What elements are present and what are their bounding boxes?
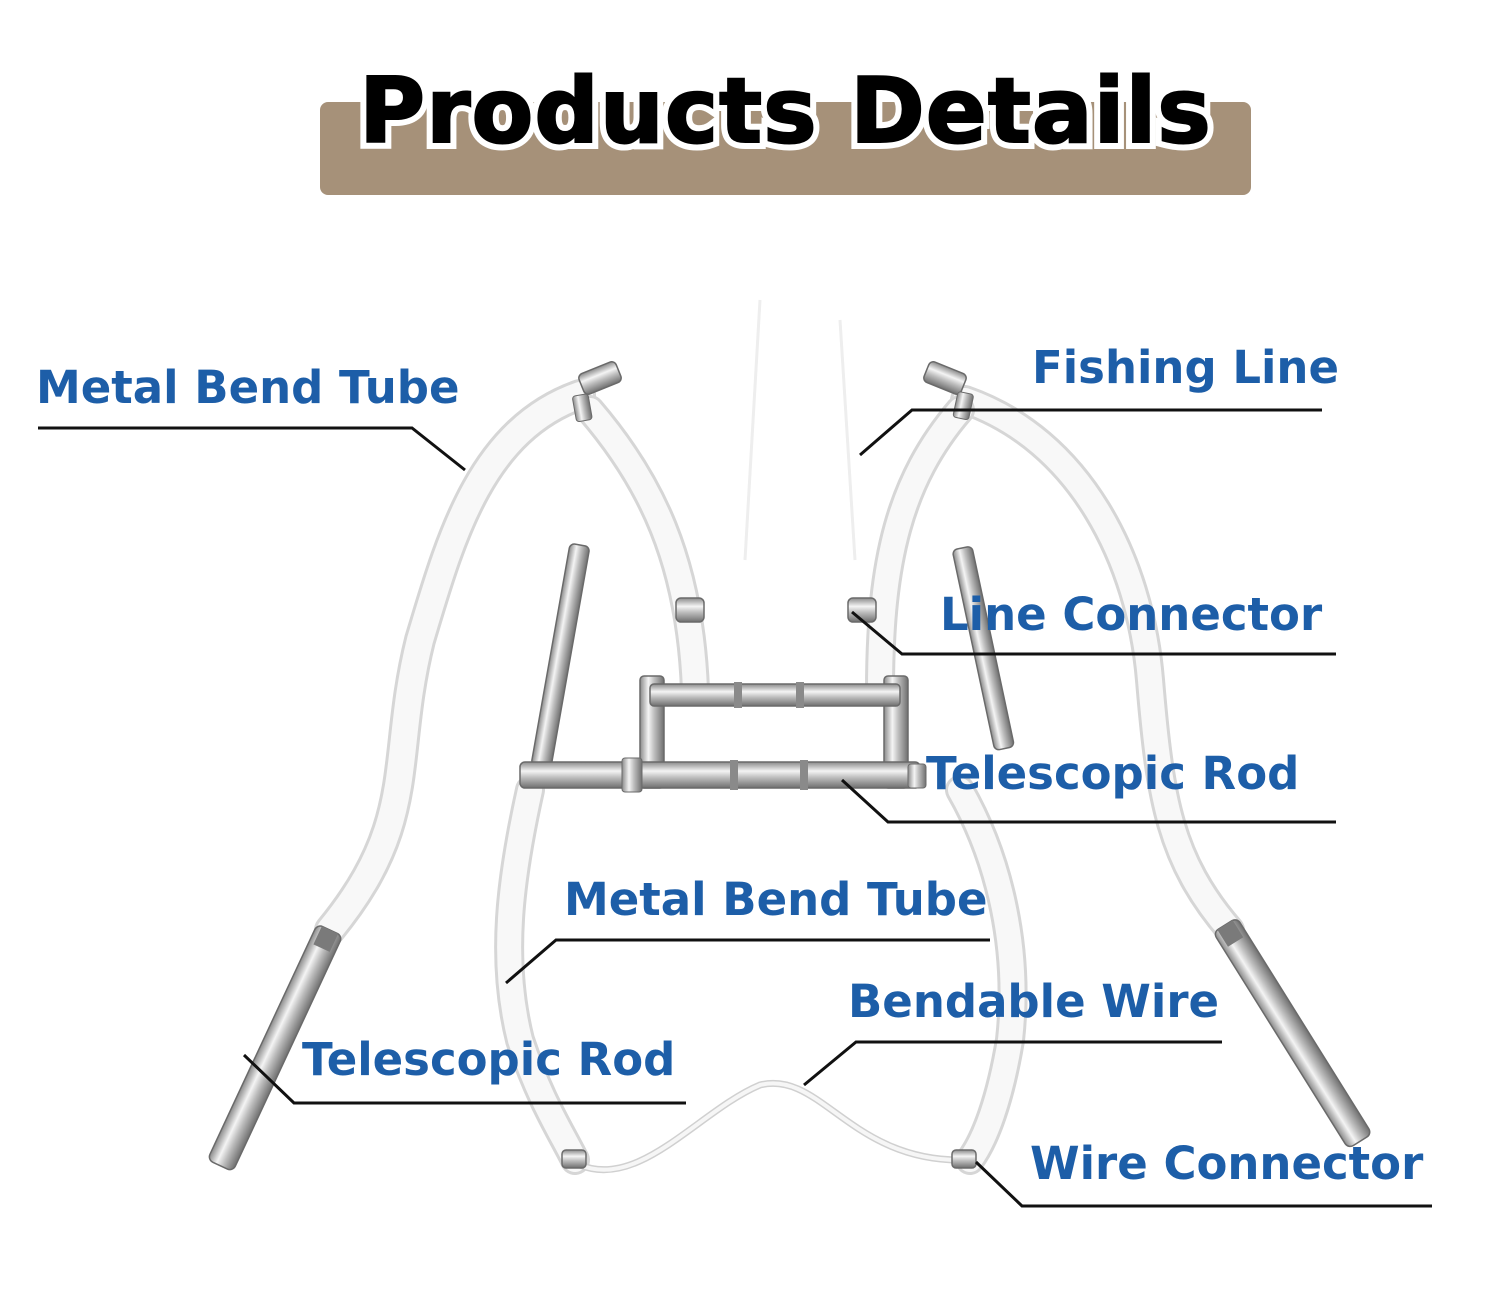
leader-telescopic-rod-right [840, 778, 1336, 824]
leader-line-connector [851, 610, 1336, 656]
center-frame [519, 675, 927, 793]
label-fishing-line: Fishing Line [1032, 341, 1339, 394]
lower-left-bend-tube [494, 775, 590, 1175]
line-connector-left-part [675, 597, 705, 623]
label-bendable-wire: Bendable Wire [848, 975, 1220, 1028]
lower-right-bend-tube [945, 775, 1028, 1175]
label-metal-bend-tube-center: Metal Bend Tube [564, 873, 988, 926]
fishing-line-strand [838, 319, 857, 561]
right-inner-bend-tube [865, 395, 975, 705]
page-title-outline: Products Details [352, 52, 1218, 171]
leader-metal-bend-tube-center [505, 938, 990, 985]
leader-bendable-wire [803, 1040, 1222, 1087]
telescopic-rod-right-part [1214, 919, 1371, 1148]
leader-fishing-line [859, 408, 1322, 457]
top-connector-left [572, 361, 622, 423]
short-rod-left [531, 543, 590, 769]
label-line-connector: Line Connector [940, 588, 1323, 641]
label-telescopic-rod-right: Telescopic Rod [926, 747, 1300, 800]
wire-connector-left-part [561, 1149, 587, 1169]
top-connector-right [923, 361, 974, 421]
left-outer-bend-tube [314, 379, 596, 946]
line-connector-right-part [847, 597, 877, 623]
title-band [320, 102, 1251, 195]
leader-telescopic-rod-left [242, 1053, 686, 1105]
telescopic-rod-left-part [208, 925, 342, 1171]
label-wire-connector: Wire Connector [1030, 1137, 1424, 1190]
leader-wire-connector [974, 1160, 1432, 1208]
left-inner-bend-tube [575, 395, 710, 705]
wire-connector-right-part [951, 1149, 977, 1169]
leader-metal-bend-tube-top [38, 426, 466, 472]
label-telescopic-rod-left: Telescopic Rod [302, 1033, 676, 1086]
right-outer-bend-tube [950, 385, 1245, 945]
fishing-line-strand [743, 299, 762, 561]
label-metal-bend-tube-top: Metal Bend Tube [36, 361, 460, 414]
page-title: Products Details [358, 58, 1212, 165]
short-rod-right [952, 546, 1015, 751]
bendable-wire-strand [576, 1079, 964, 1174]
